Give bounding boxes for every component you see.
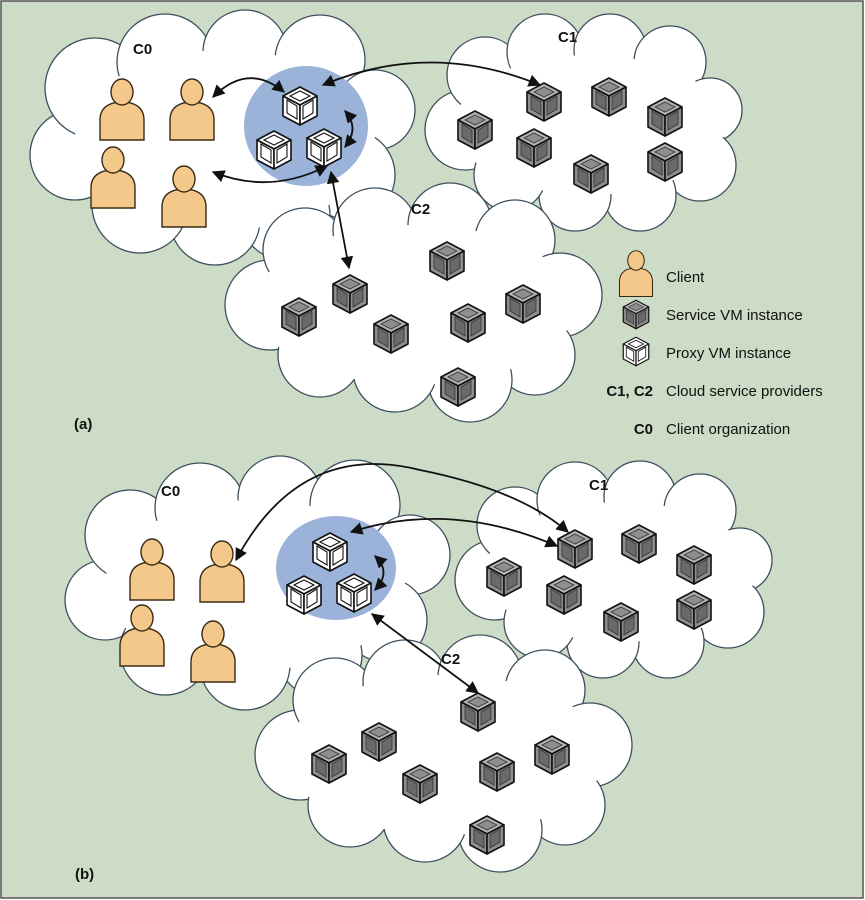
service-vm-icon — [621, 524, 657, 564]
cloud-label-c2: C2 — [441, 651, 460, 668]
service-vm-icon — [676, 590, 712, 630]
service-vm-icon — [622, 299, 650, 330]
arrow-proxy-c2 — [326, 170, 354, 270]
service-vm-icon — [469, 815, 505, 855]
proxy-vm-icon — [622, 336, 650, 367]
panel-label: (b) — [75, 866, 94, 883]
service-vm-icon — [457, 110, 493, 150]
legend: Client Service VM instance Proxy VM inst… — [606, 250, 823, 438]
legend-key: C1, C2 — [606, 383, 653, 400]
proxy-vm-icon — [306, 128, 342, 168]
arrow-client-proxy — [211, 165, 329, 184]
proxy-vm-icon — [336, 573, 372, 613]
service-vm-icon — [534, 735, 570, 775]
service-vm-icon — [526, 82, 562, 122]
service-vm-icon — [591, 77, 627, 117]
legend-label: Cloud service providers — [666, 383, 823, 400]
proxy-vm-icon — [282, 86, 318, 126]
legend-label: Client organization — [666, 421, 790, 438]
service-vm-icon — [429, 241, 465, 281]
arrow-client-c1 — [235, 463, 569, 562]
service-vm-icon — [440, 367, 476, 407]
arrow-proxy-c2 — [370, 613, 480, 694]
service-vm-icon — [486, 557, 522, 597]
service-vm-icon — [281, 297, 317, 337]
legend-key: C0 — [634, 421, 653, 438]
legend-label: Service VM instance — [666, 307, 803, 324]
cloud-label-c0: C0 — [161, 483, 180, 500]
panel-a: C0 C1 C2 (a) — [29, 9, 743, 433]
legend-label: Proxy VM instance — [666, 345, 791, 362]
service-vm-icon — [361, 722, 397, 762]
service-vm-icon — [557, 529, 593, 569]
proxy-vm-icon — [256, 130, 292, 170]
legend-label: Client — [666, 269, 705, 286]
service-vm-icon — [373, 314, 409, 354]
cloud-label-c0: C0 — [133, 41, 152, 58]
cloud-c2 — [224, 182, 603, 423]
proxy-vm-icon — [286, 575, 322, 615]
service-vm-icon — [332, 274, 368, 314]
service-vm-icon — [573, 154, 609, 194]
service-vm-icon — [460, 692, 496, 732]
service-vm-icon — [546, 575, 582, 615]
service-vm-icon — [450, 303, 486, 343]
proxy-vm-icon — [312, 532, 348, 572]
service-vm-icon — [603, 602, 639, 642]
service-vm-icon — [402, 764, 438, 804]
service-vm-icon — [479, 752, 515, 792]
arrow-proxy-c1 — [349, 517, 559, 548]
service-vm-icon — [647, 97, 683, 137]
cloud-label-c2: C2 — [411, 201, 430, 218]
cloud-label-c1: C1 — [589, 477, 608, 494]
service-vm-icon — [516, 128, 552, 168]
panel-b: C0 C1 C2 (b) — [64, 455, 773, 883]
connections-b — [235, 463, 569, 694]
arrow-proxy-proxy — [374, 555, 388, 591]
proxy-zone — [244, 66, 368, 186]
service-vm-icon — [311, 744, 347, 784]
service-vm-icon — [676, 545, 712, 585]
arrow-proxy-proxy — [344, 110, 358, 148]
cloud-label-c1: C1 — [558, 29, 577, 46]
arrow-client-proxy — [212, 77, 285, 98]
connections-a — [211, 61, 542, 270]
service-vm-icon — [647, 142, 683, 182]
service-vm-icon — [505, 284, 541, 324]
panel-label: (a) — [74, 416, 92, 433]
arrow-proxy-c1 — [321, 61, 542, 87]
